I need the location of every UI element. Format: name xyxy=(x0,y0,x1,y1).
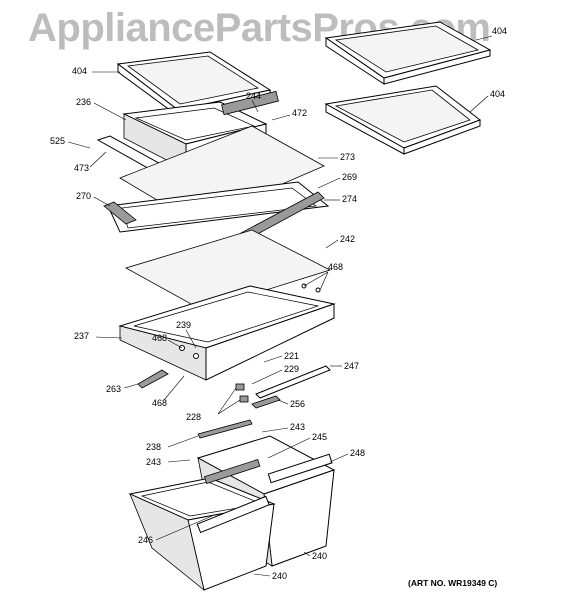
label-468: 468 xyxy=(328,262,344,272)
label-273: 273 xyxy=(340,152,356,162)
label-269: 269 xyxy=(342,172,358,182)
crisper-drawer-240-left[interactable] xyxy=(128,477,276,592)
drawer-cover-248[interactable] xyxy=(267,453,333,484)
art-number: (ART NO. WR19349 C) xyxy=(408,578,498,588)
label-221: 221 xyxy=(284,351,300,361)
label-404: 404 xyxy=(490,89,506,99)
label-404: 404 xyxy=(492,26,508,36)
label-473: 473 xyxy=(74,163,90,173)
label-270: 270 xyxy=(76,191,92,201)
label-240: 240 xyxy=(312,551,328,561)
bracket-228[interactable] xyxy=(235,383,249,403)
label-248: 248 xyxy=(350,448,366,458)
label-472: 472 xyxy=(292,108,308,118)
label-228: 228 xyxy=(186,412,202,422)
rail-247[interactable] xyxy=(255,365,331,399)
label-263: 263 xyxy=(106,384,122,394)
label-247: 247 xyxy=(344,361,360,371)
label-236: 236 xyxy=(76,97,92,107)
shelf-404-right-lower[interactable] xyxy=(324,85,482,155)
label-237: 237 xyxy=(74,331,90,341)
label-245: 245 xyxy=(312,432,328,442)
label-239: 239 xyxy=(176,320,192,330)
label-240: 240 xyxy=(272,571,288,581)
label-238: 238 xyxy=(146,442,162,452)
label-525: 525 xyxy=(50,136,66,146)
label-246: 246 xyxy=(138,535,154,545)
label-274: 274 xyxy=(342,194,358,204)
label-468: 468 xyxy=(152,333,168,343)
label-404: 404 xyxy=(72,66,88,76)
label-244: 244 xyxy=(246,91,262,101)
glass-shelf-242[interactable] xyxy=(124,229,332,311)
divider-238[interactable] xyxy=(197,419,253,439)
drawer-cover-245[interactable] xyxy=(203,458,261,484)
label-229: 229 xyxy=(284,364,300,374)
trim-270[interactable] xyxy=(103,201,137,225)
label-256: 256 xyxy=(290,399,306,409)
frame-237[interactable] xyxy=(118,283,336,381)
shelf-404-right-upper[interactable] xyxy=(324,21,492,85)
leader-lines xyxy=(67,35,493,577)
label-468: 468 xyxy=(152,398,168,408)
label-242: 242 xyxy=(340,234,356,244)
drawer-cover-246[interactable] xyxy=(196,495,270,534)
label-243: 243 xyxy=(146,457,162,467)
label-243: 243 xyxy=(290,422,306,432)
rail-263[interactable] xyxy=(137,369,169,389)
bracket-256[interactable] xyxy=(251,395,281,409)
